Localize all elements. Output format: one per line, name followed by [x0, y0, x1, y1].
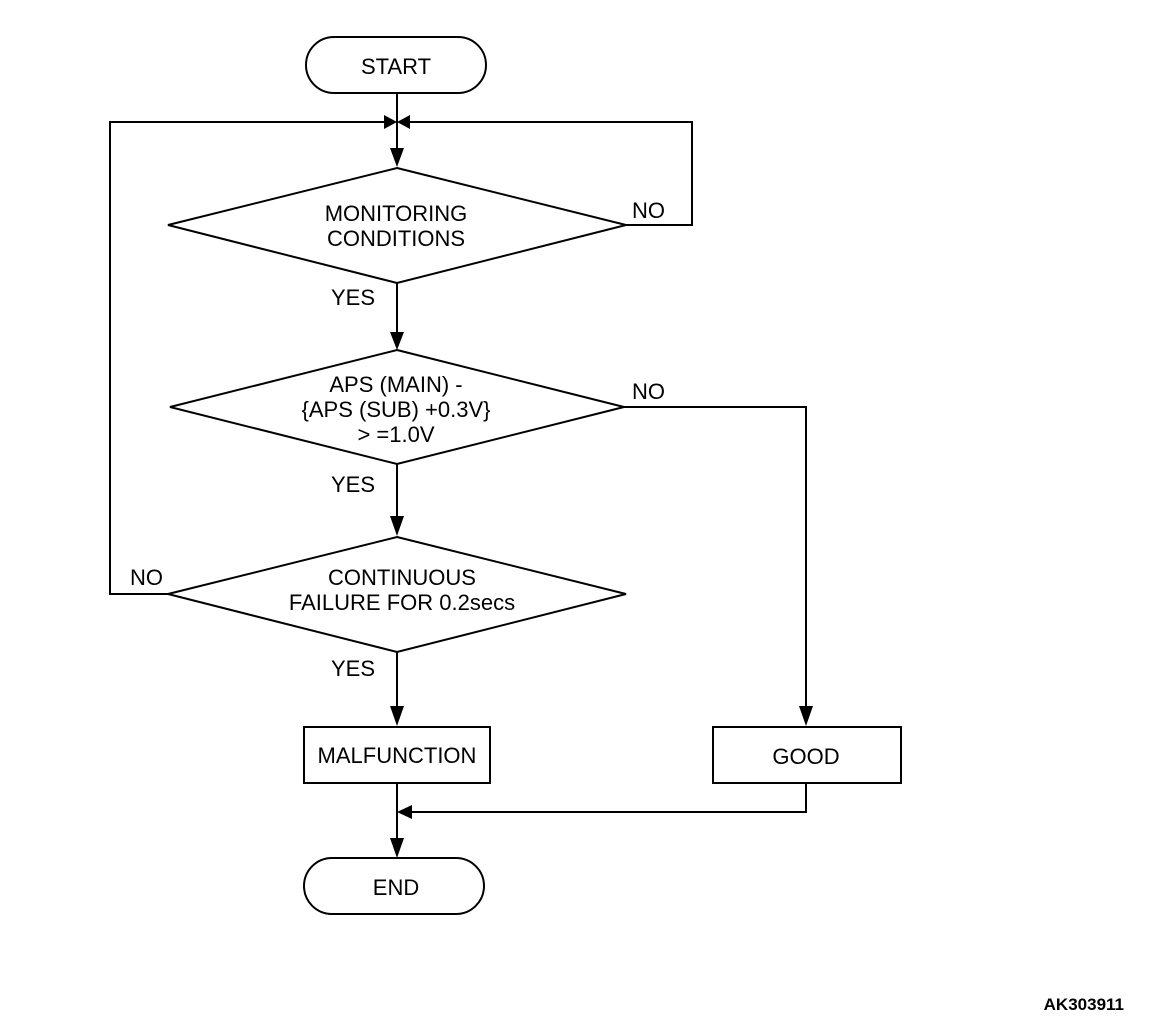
connector-continuous-no-loop — [109, 121, 384, 595]
aps-yes-label: YES — [331, 472, 375, 497]
figure-id: AK303911 — [1044, 995, 1124, 1014]
arrow-head-good — [799, 706, 813, 726]
continuous-label-line1: CONTINUOUS — [328, 565, 476, 590]
arrow-head-continuous — [390, 516, 404, 536]
good-label: GOOD — [772, 744, 839, 769]
arrow-head-malfunction — [390, 706, 404, 726]
continuous-no-label: NO — [130, 565, 163, 590]
monitoring-yes-label: YES — [331, 285, 375, 310]
connector-aps-no-to-good — [624, 406, 807, 708]
aps-label-line3: > =1.0V — [357, 422, 434, 447]
arrow-head-aps — [390, 332, 404, 350]
aps-no-label: NO — [632, 379, 665, 404]
arrow-head-left-merge — [384, 115, 397, 129]
end-terminal — [303, 857, 485, 915]
good-box — [712, 726, 902, 784]
start-label: START — [361, 54, 431, 79]
aps-label-line2: {APS (SUB) +0.3V} — [302, 397, 491, 422]
malfunction-label: MALFUNCTION — [318, 743, 477, 768]
arrow-head-right-merge — [397, 115, 410, 129]
malfunction-box — [303, 726, 491, 784]
continuous-yes-label: YES — [331, 656, 375, 681]
end-label: END — [373, 875, 419, 900]
monitoring-no-label: NO — [632, 198, 665, 223]
monitoring-label-line1: MONITORING — [325, 201, 468, 226]
arrow-head-monitoring — [390, 148, 404, 167]
aps-label-line1: APS (MAIN) - — [329, 372, 462, 397]
arrow-head-end — [390, 838, 404, 858]
connector-good-to-join — [412, 783, 807, 813]
continuous-label-line2: FAILURE FOR 0.2secs — [289, 590, 515, 615]
connector-monitoring-no-loop — [410, 121, 693, 226]
monitoring-label-line2: CONDITIONS — [327, 226, 465, 251]
arrow-head-join — [397, 805, 412, 819]
